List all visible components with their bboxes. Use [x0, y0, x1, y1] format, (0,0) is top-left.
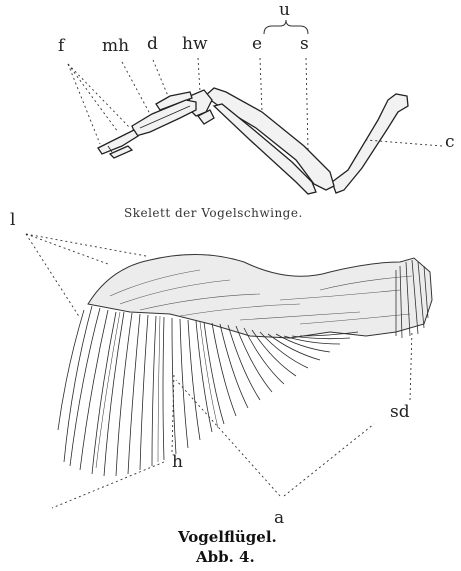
label-d: d — [147, 36, 158, 53]
u-bracket — [264, 20, 308, 34]
label-e: e — [252, 36, 262, 53]
figure-title: Vogelflügel. — [178, 528, 277, 546]
label-u: u — [279, 2, 290, 19]
label-l: l — [10, 212, 15, 229]
skeleton-caption: Skelett der Vogelschwinge. — [124, 206, 303, 220]
wing-skeleton — [98, 88, 408, 194]
wing-coverts — [88, 254, 432, 338]
label-mh: mh — [102, 38, 129, 55]
figure-number: Abb. 4. — [196, 548, 255, 566]
label-s: s — [300, 36, 309, 53]
humerus-bone — [332, 94, 408, 193]
label-c: c — [445, 134, 455, 151]
feathered-wing — [58, 254, 432, 476]
label-f: f — [58, 38, 64, 55]
label-a: a — [274, 510, 284, 527]
label-sd: sd — [390, 404, 410, 421]
label-h: h — [172, 454, 183, 471]
ulna-bone — [205, 88, 334, 190]
label-hw: hw — [182, 36, 208, 53]
